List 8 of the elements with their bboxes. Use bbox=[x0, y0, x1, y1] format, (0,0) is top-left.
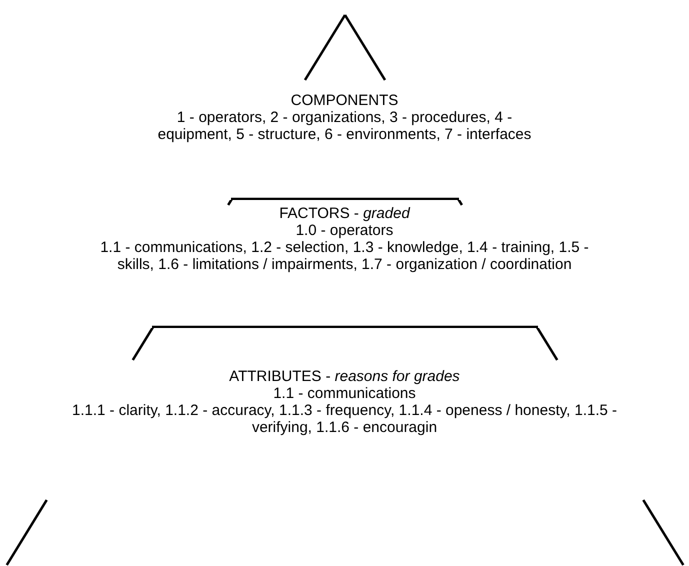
tier-subheading: 1.0 - operators bbox=[296, 222, 394, 239]
tier-heading: ATTRIBUTES - reasons for grades bbox=[229, 368, 460, 385]
tier-heading: FACTORS - graded bbox=[279, 205, 410, 222]
tier-description: 1 - operators, 2 - organizations, 3 - procedures, 4 - equipment, 5 - structure, 6 - environments, 7 - interfaces bbox=[156, 109, 532, 143]
tier-subheading: 1.1 - communications bbox=[273, 385, 416, 402]
tier-description: 1.1.1 - clarity, 1.1.2 - accuracy, 1.1.3 - frequency, 1.1.4 - openess / honesty, 1.1.5 - verifying, 1.1.6 - encouragin bbox=[71, 402, 618, 436]
tier-heading: COMPONENTS bbox=[290, 92, 398, 109]
tier-description: 1.1 - communications, 1.2 - selection, 1.3 - knowledge, 1.4 - training, 1.5 - skills, 1.6 - limitations / impairments, 1.7 - organization / coordination bbox=[99, 239, 590, 273]
